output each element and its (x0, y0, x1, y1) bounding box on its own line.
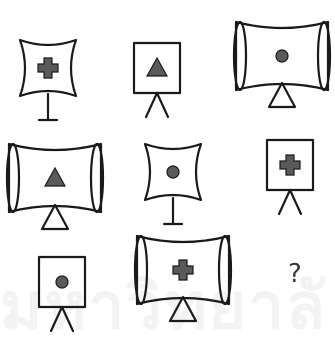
cross-symbol (38, 58, 58, 78)
figure-row1-col2 (134, 43, 180, 117)
cross-symbol (280, 155, 300, 175)
triangle-symbol (147, 58, 167, 76)
tripod-leg-right (157, 93, 168, 117)
tripod-leg-left (279, 190, 290, 214)
circle-symbol (167, 166, 179, 178)
figure-row1-col3 (234, 22, 330, 107)
triangle-symbol (45, 168, 65, 186)
figure-row2-col1 (7, 144, 103, 229)
circle-symbol (56, 276, 68, 288)
triangle-stand (269, 83, 295, 107)
figure-row2-col3 (267, 140, 313, 214)
figure-row1-col1 (20, 40, 76, 120)
tripod-leg-left (146, 93, 157, 117)
missing-figure-question-mark: ? (288, 259, 302, 289)
triangle-stand (42, 205, 68, 229)
tripod-leg-right (290, 190, 301, 214)
figure-row2-col2 (145, 144, 201, 224)
circle-symbol (276, 50, 288, 62)
